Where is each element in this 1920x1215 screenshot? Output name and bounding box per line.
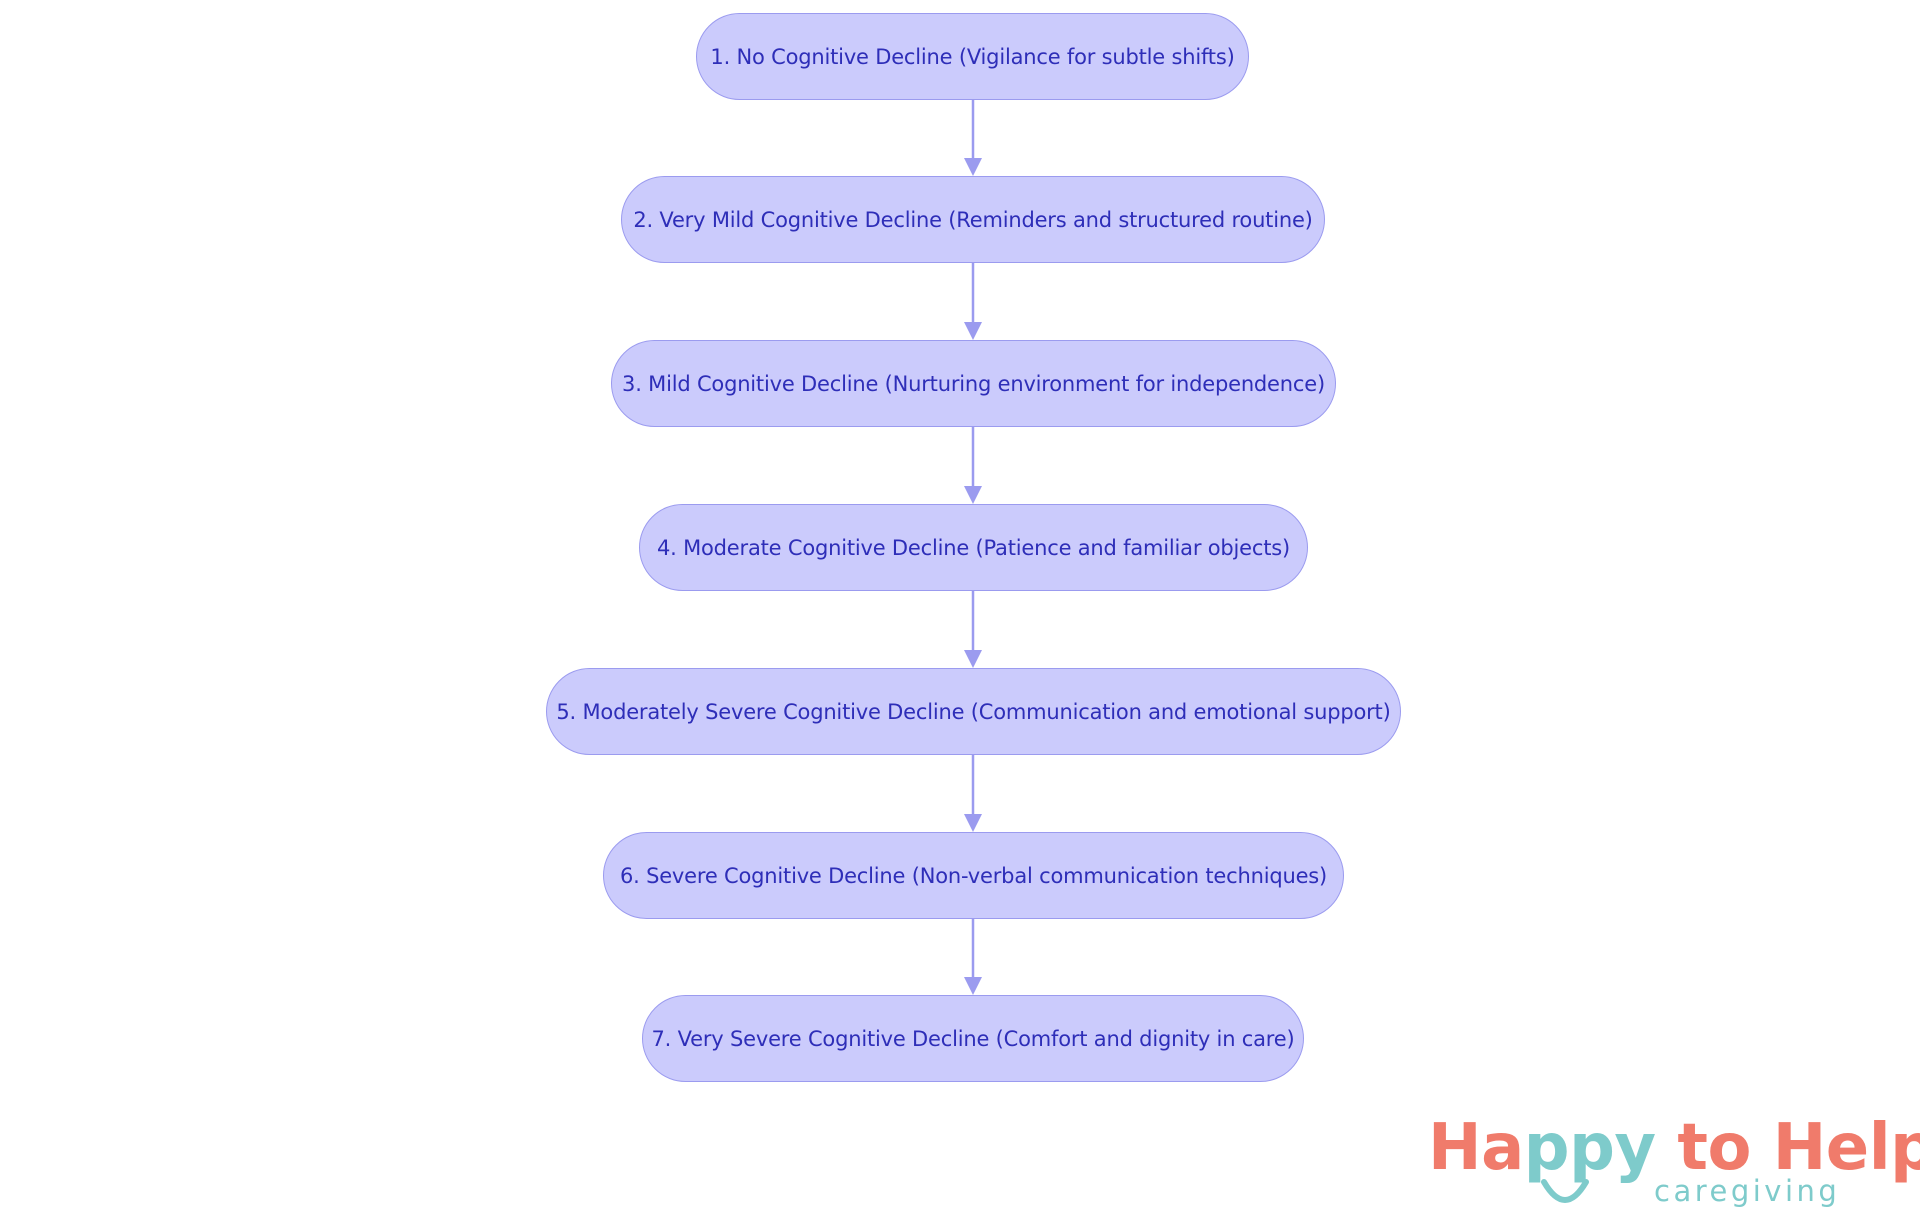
- connector-arrowhead-2: [964, 322, 982, 340]
- connector-arrowhead-5: [964, 814, 982, 832]
- stage-node-1-label: 1. No Cognitive Decline (Vigilance for s…: [710, 44, 1235, 69]
- stage-node-4-label: 4. Moderate Cognitive Decline (Patience …: [657, 535, 1290, 560]
- stage-node-1: 1. No Cognitive Decline (Vigilance for s…: [696, 13, 1249, 100]
- stage-node-6: 6. Severe Cognitive Decline (Non-verbal …: [603, 832, 1344, 919]
- connector-arrowhead-4: [964, 650, 982, 668]
- logo-wordmark: Happy to Help: [1428, 1108, 1920, 1188]
- stage-node-5-label: 5. Moderately Severe Cognitive Decline (…: [556, 699, 1391, 724]
- stage-node-6-label: 6. Severe Cognitive Decline (Non-verbal …: [619, 863, 1328, 888]
- stage-node-7: 7. Very Severe Cognitive Decline (Comfor…: [642, 995, 1304, 1082]
- connector-arrowhead-1: [964, 158, 982, 176]
- stage-node-3-label: 3. Mild Cognitive Decline (Nurturing env…: [622, 371, 1325, 396]
- connector-arrowhead-3: [964, 486, 982, 504]
- logo-tagline: caregiving: [1654, 1174, 1841, 1208]
- smile-icon: [1541, 1179, 1589, 1203]
- logo-wordmark-part-1: Ha: [1428, 1111, 1524, 1185]
- stage-node-3: 3. Mild Cognitive Decline (Nurturing env…: [611, 340, 1336, 427]
- logo-wordmark-part-2: ppy: [1523, 1111, 1656, 1185]
- logo-wordmark-part-3: to Help: [1655, 1111, 1920, 1185]
- stage-node-2-label: 2. Very Mild Cognitive Decline (Reminder…: [633, 207, 1313, 232]
- stage-node-2: 2. Very Mild Cognitive Decline (Reminder…: [621, 176, 1325, 263]
- stage-node-4: 4. Moderate Cognitive Decline (Patience …: [639, 504, 1308, 591]
- stage-node-7-label: 7. Very Severe Cognitive Decline (Comfor…: [651, 1026, 1295, 1051]
- stage-node-5: 5. Moderately Severe Cognitive Decline (…: [546, 668, 1401, 755]
- connector-arrowhead-6: [964, 977, 982, 995]
- happy-to-help-logo: Happy to Help caregiving: [1428, 1108, 1920, 1208]
